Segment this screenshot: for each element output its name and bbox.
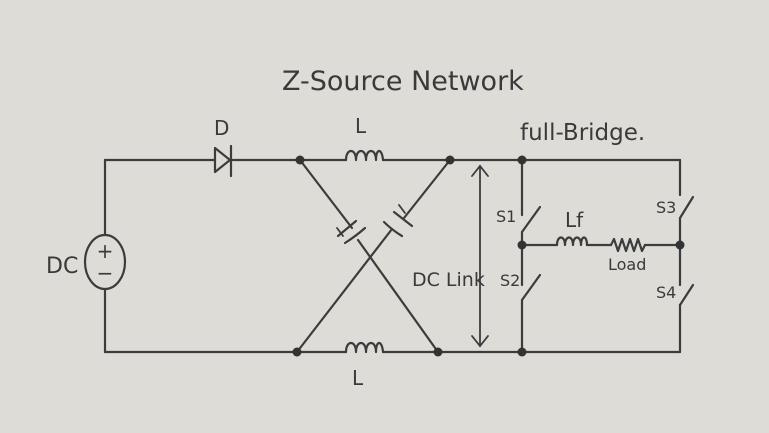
inductor-bottom-coil xyxy=(344,341,385,354)
capacitor-cross-2 xyxy=(295,158,452,354)
capacitor-1-plate-b xyxy=(343,226,367,245)
node-left-mid xyxy=(517,240,527,250)
node-bottom-left xyxy=(292,347,302,357)
full-bridge-label: full-Bridge. xyxy=(520,120,645,146)
inductor-top-coil xyxy=(344,149,385,162)
dc-source-label: DC xyxy=(46,254,78,279)
dc-source-minus: − xyxy=(97,261,114,285)
load-label: Load xyxy=(608,255,646,274)
node-top-right xyxy=(445,155,455,165)
diode-label: D xyxy=(214,116,229,140)
filter-inductor-label: Lf xyxy=(565,208,584,232)
node-right-mid xyxy=(675,240,685,250)
node-bridge-bottom xyxy=(517,347,527,357)
switch-s3-label: S3 xyxy=(656,198,676,217)
switch-s1-label: S1 xyxy=(496,207,516,226)
switch-s4-label: S4 xyxy=(656,283,676,302)
inductor-top: L xyxy=(298,114,452,162)
capacitor-2-plus xyxy=(398,204,406,214)
load-resistor xyxy=(609,237,647,253)
dc-source: + − DC xyxy=(46,158,127,354)
switch-s2-label: S2 xyxy=(500,271,520,290)
diode-triangle xyxy=(213,146,232,174)
dc-link-label: DC Link xyxy=(412,269,485,291)
capacitor-1-plus xyxy=(336,227,344,237)
capacitor-cross-1 xyxy=(298,158,440,354)
dc-link-arrow-up xyxy=(471,164,489,177)
node-top-left xyxy=(295,155,305,165)
right-leg: S3 S4 xyxy=(656,158,695,354)
switch-s3-blade xyxy=(678,195,695,220)
dc-source-plus: + xyxy=(97,239,114,263)
node-bottom-right xyxy=(433,347,443,357)
diagram-title: Z-Source Network xyxy=(282,66,524,97)
dc-link-arrow-down xyxy=(471,335,489,348)
inductor-bottom: L xyxy=(295,341,440,390)
left-leg: S1 S2 xyxy=(496,158,542,354)
node-bridge-top xyxy=(517,155,527,165)
filter-inductor-coil xyxy=(555,236,589,247)
switch-s1-blade xyxy=(520,205,542,234)
inductor-top-label: L xyxy=(355,114,367,138)
switch-s2-blade xyxy=(520,273,542,302)
switch-s4-blade xyxy=(678,283,695,307)
capacitor-2-plate-a xyxy=(392,210,414,228)
dc-link-indicator: DC Link xyxy=(412,164,489,348)
junction-dots xyxy=(292,155,685,357)
diode: D xyxy=(103,116,233,178)
output-branch: Lf Load xyxy=(520,208,682,274)
inductor-bottom-label: L xyxy=(352,366,364,390)
